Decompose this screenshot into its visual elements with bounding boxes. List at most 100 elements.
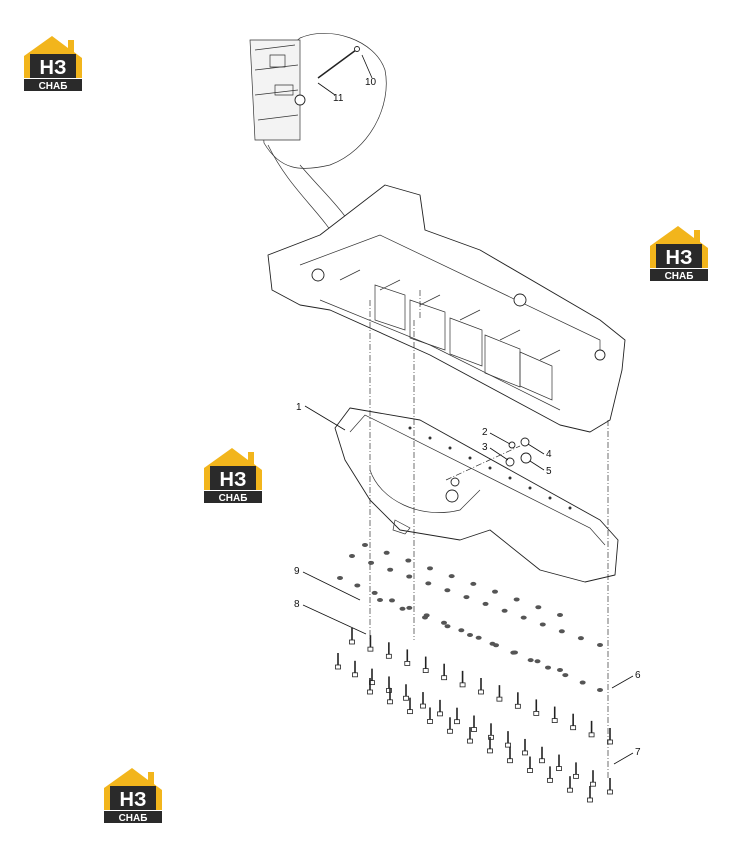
hex-bolt (441, 663, 448, 681)
gasket-washer (463, 595, 470, 600)
gasket-washer (557, 613, 563, 617)
logo-bottom-text: СНАБ (665, 271, 694, 282)
hex-bolt (478, 678, 484, 695)
hex-bolt (607, 728, 613, 745)
gasket-washer (387, 567, 394, 572)
hex-bolt (488, 723, 494, 740)
callout-6: 6 (635, 670, 641, 681)
hex-bolt (427, 707, 433, 724)
hex-bolt (422, 656, 429, 673)
gasket-washer (492, 589, 498, 594)
gasket-washer (513, 597, 520, 602)
nz-snab-logo: НЗ СНАБ (648, 224, 710, 282)
hex-bolt (522, 738, 528, 756)
hex-bolt (533, 699, 540, 716)
callout-9: 9 (294, 566, 300, 577)
hex-bolt (404, 649, 411, 666)
hex-bolt (587, 786, 593, 803)
hex-bolt (556, 754, 562, 771)
logo-house-icon: НЗ СНАБ (104, 768, 162, 824)
gasket-washer (389, 598, 395, 603)
gasket-washer (448, 574, 455, 579)
gasket-washer (422, 615, 428, 620)
gasket-washer (520, 615, 527, 620)
gasket-washer (534, 659, 541, 664)
hex-bolt (420, 692, 426, 709)
logo-bottom-text: СНАБ (119, 813, 148, 824)
hex-bolt (467, 727, 473, 744)
hex-bolt (527, 756, 533, 773)
gasket-washer (558, 629, 565, 634)
alignment-lines (369, 290, 609, 778)
gasket-washer (579, 680, 586, 685)
gasket-washer (545, 665, 551, 670)
hex-bolt (573, 762, 579, 779)
gasket-washer (535, 605, 542, 610)
gasket-washer (349, 554, 355, 558)
gasket-washer (557, 668, 563, 672)
gasket-washer (482, 601, 489, 606)
logo-bottom-text: СНАБ (219, 493, 248, 504)
hex-bolt (403, 684, 409, 701)
hex-bolt (551, 706, 558, 723)
hex-bolt (514, 692, 521, 709)
oil-pan-bolt-set (335, 628, 613, 803)
hex-bolt (487, 736, 493, 754)
gasket-washer (577, 636, 584, 641)
logo-house-icon: НЗ СНАБ (24, 36, 82, 92)
callout-5: 5 (546, 466, 552, 477)
gasket-washer (475, 635, 482, 640)
gasket-washer (444, 588, 451, 593)
hex-bolt (387, 687, 393, 705)
hex-bolt (459, 670, 466, 688)
oil-pan (334, 407, 619, 583)
gasket-washer (337, 576, 343, 580)
gasket-washer (501, 608, 508, 613)
logo-top-text: НЗ (666, 247, 693, 269)
hex-bolt (547, 766, 553, 783)
gasket-washer (371, 590, 378, 595)
nz-snab-logo: НЗ СНАБ (22, 34, 84, 92)
gasket-washer (470, 581, 477, 586)
gasket-washer (597, 643, 603, 647)
detail-view (249, 32, 387, 246)
hex-bolt (471, 715, 477, 732)
hex-bolt (607, 778, 613, 795)
hex-bolt (454, 707, 460, 725)
gasket-washer (539, 622, 546, 627)
callout-10: 10 (365, 77, 377, 88)
logo-top-text: НЗ (40, 57, 67, 79)
gasket-washer (527, 658, 534, 663)
gasket-washer-set (337, 543, 603, 692)
hex-bolt (496, 685, 503, 702)
hex-bolt (367, 678, 373, 695)
callout-2: 2 (482, 427, 488, 438)
callout-8: 8 (294, 599, 300, 610)
hex-bolt (507, 746, 513, 764)
logo-top-text: НЗ (120, 789, 147, 811)
gasket-washer (441, 620, 447, 625)
hex-bolt (386, 676, 392, 693)
gasket-washer (406, 605, 413, 610)
hex-bolt (437, 699, 443, 717)
gasket-washer (512, 650, 518, 655)
hex-bolt (447, 717, 453, 734)
gasket-washer (427, 566, 433, 571)
gasket-washer (406, 574, 413, 579)
hex-bolt (407, 697, 413, 715)
logo-bottom-text: СНАБ (39, 81, 68, 92)
gasket-washer (405, 558, 412, 563)
gasket-washer (377, 598, 383, 602)
callout-11: 11 (333, 93, 344, 104)
gasket-washer (597, 688, 603, 692)
callout-7: 7 (635, 747, 641, 758)
hex-bolt (539, 746, 545, 764)
gasket-washer (399, 606, 406, 611)
gasket-washer (383, 550, 390, 555)
callout-labels: 1 2 3 4 5 6 7 8 9 10 11 (294, 77, 641, 765)
hex-bolt (567, 776, 573, 793)
hex-bolt (352, 660, 358, 678)
engine-block (267, 184, 626, 433)
